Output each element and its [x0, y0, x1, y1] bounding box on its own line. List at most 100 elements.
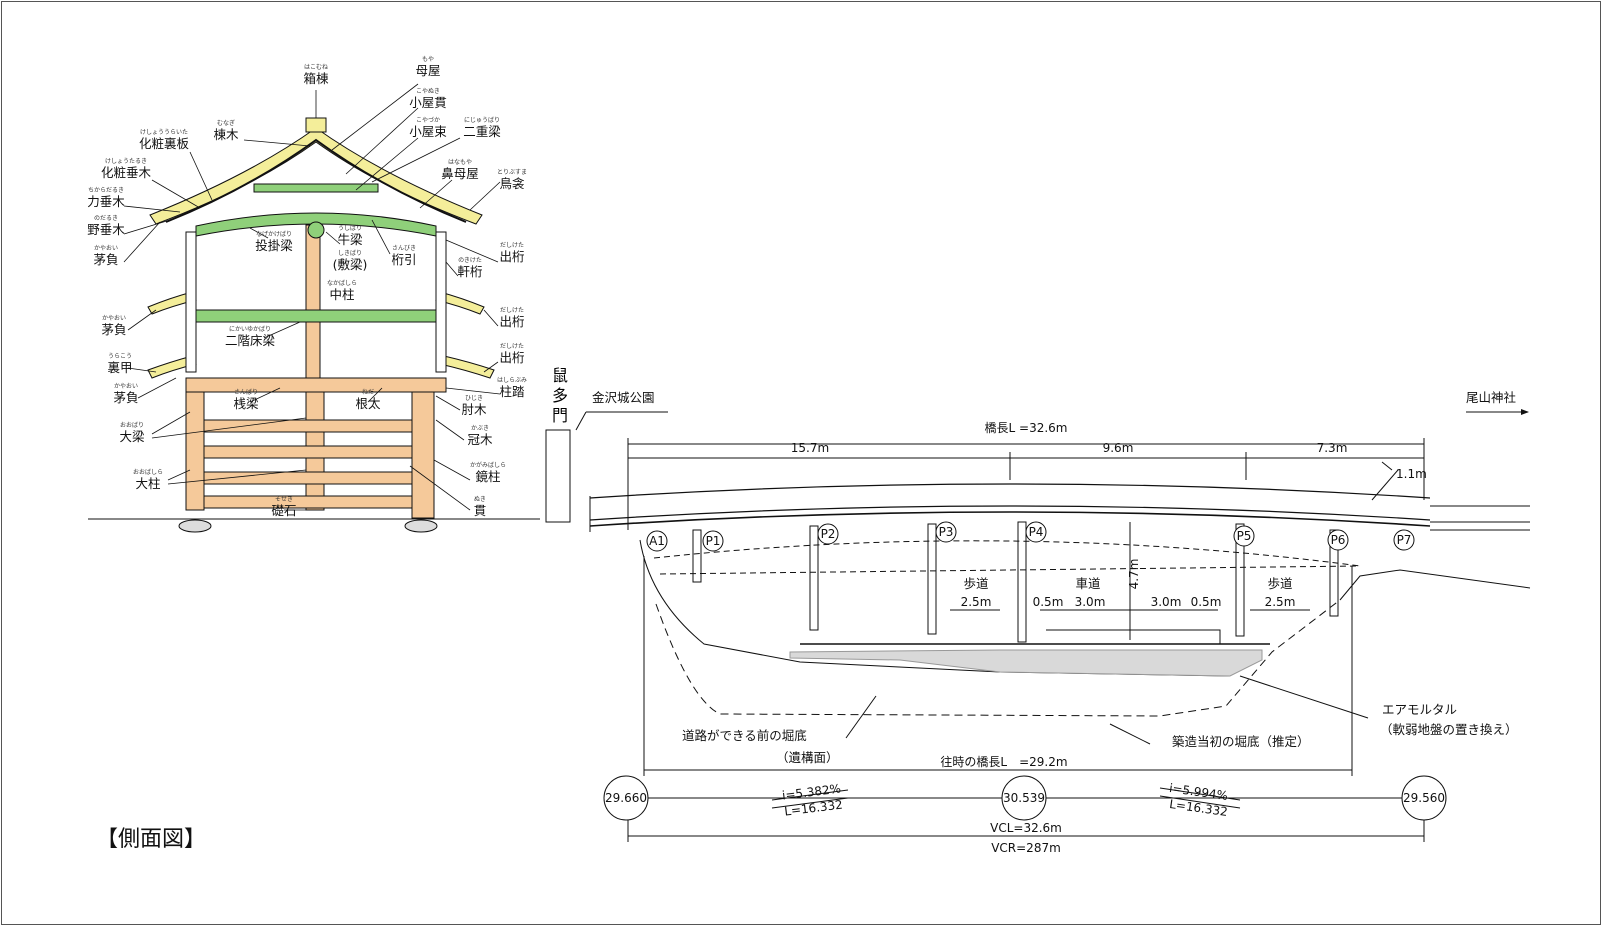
label-nagekake-beam: 投掛梁	[255, 238, 293, 253]
label-ruby: かやおい	[114, 382, 138, 390]
label-ruby: けしょううらいた	[140, 129, 188, 136]
label-ruby: さんばり	[234, 388, 258, 396]
label-ruby: かぶき	[471, 425, 489, 432]
label-ruby: もや	[422, 55, 434, 63]
former-bridge-length: 往時の橋長L =29.2m	[940, 754, 1067, 769]
label-ruby: こやぬき	[416, 87, 440, 95]
label-kagami-bashira: 鏡柱	[475, 469, 500, 484]
label-ruby: そせき	[275, 496, 293, 503]
label-foundation-stone: 礎石	[271, 503, 296, 518]
label-ruby: うらこう	[108, 353, 132, 360]
elevation-start: 29.660	[605, 791, 647, 805]
vcl: VCL=32.6m	[990, 821, 1062, 835]
label-big-pillar: 大柱	[135, 476, 160, 491]
stone-wall	[545, 429, 571, 523]
label-nokigeta: 軒桁	[457, 264, 482, 279]
bridge-labels: 金沢城公園 尾山神社 橋長L =32.6m 15.7m 9.6m 7.3m 1.…	[592, 390, 1518, 855]
bridge-total-length: 橋長L =32.6m	[985, 421, 1068, 435]
elevation-markers: 29.660 30.539 29.560	[603, 775, 1447, 821]
right-destination: 尾山神社	[1466, 390, 1516, 405]
elevation-circle-start	[603, 775, 649, 821]
label-ruby: なげかけばり	[256, 230, 292, 238]
elevation-circle-mid	[1001, 775, 1047, 821]
label-nuki: 貫	[474, 503, 487, 518]
label-ruby: さんびき	[392, 244, 416, 252]
label-ruby: にかいゆかばり	[229, 325, 271, 333]
pier-labels: A1 P1 P2 P3 P4 P5 P6 P7	[646, 521, 1415, 552]
label-ridge-box: 箱棟	[303, 71, 329, 86]
note-road-before: 道路ができる前の堀底	[682, 728, 807, 743]
label-kayaoi-3: 茅負	[113, 390, 138, 405]
drawing-title: 【側面図】	[96, 827, 206, 852]
label-hana-moya: 鼻母屋	[441, 166, 479, 181]
label-ruby: のきけた	[458, 257, 482, 264]
label-koya-nuki: 小屋貫	[409, 95, 447, 110]
tie-beam-green	[195, 212, 437, 237]
label-ruby: はなもや	[448, 158, 472, 166]
label-ruby: だしけた	[500, 307, 524, 314]
label-ruby: のだるき	[94, 215, 118, 222]
label-ruby: おおばしら	[133, 468, 163, 476]
foundation-stone-left	[178, 519, 212, 533]
label-ushi-beam: 牛梁	[337, 232, 363, 247]
label-ruby: けしょうたるき	[105, 158, 147, 165]
label-ruby: うしばり	[338, 224, 362, 232]
dim-margin-left: 0.5m	[1033, 595, 1064, 609]
label-dashigeta-1: 出桁	[499, 249, 524, 264]
gate-leader-lines	[123, 83, 501, 511]
span-1: 15.7m	[791, 441, 829, 455]
double-beam	[253, 183, 379, 193]
lower-eave-right	[439, 355, 495, 379]
height-dim: 4.7m	[1127, 559, 1141, 590]
label-ruby: にじゅうばり	[464, 116, 500, 124]
big-post-left	[185, 391, 205, 511]
elevation-end: 29.560	[1403, 791, 1445, 805]
label-ruby: はこむね	[304, 64, 328, 71]
label-field-rafter: 野垂木	[87, 222, 125, 237]
label-ruby: だしけた	[500, 343, 524, 350]
pier-a1: A1	[649, 534, 665, 548]
label-sanbiki: 桁引	[391, 252, 416, 267]
upper-wall-left	[185, 231, 197, 373]
label-san-beam: 桟梁	[233, 396, 259, 411]
vcr: VCR=287m	[991, 841, 1061, 855]
dim-margin-right: 0.5m	[1191, 595, 1222, 609]
rise: 1.1m	[1396, 467, 1427, 481]
label-ruby: はしらぶみ	[497, 377, 527, 384]
label-ceiling-board: 化粧裏板	[139, 136, 190, 151]
label-moya: 母屋	[415, 63, 440, 78]
pier-p5: P5	[1237, 529, 1252, 543]
label-dashigeta-2: 出桁	[499, 314, 524, 329]
main-roof	[149, 127, 483, 225]
label-ruby: なかばしら	[327, 279, 357, 287]
label-kabuki: 冠木	[467, 432, 493, 447]
upper-wall-right	[435, 231, 447, 373]
floor-beam	[185, 377, 447, 393]
label-toribusuma: 鳥衾	[499, 176, 525, 191]
note-original-bottom: 築造当初の堀底（推定）	[1172, 734, 1310, 749]
label-shiki-beam: (敷梁)	[333, 257, 368, 272]
pier-p4: P4	[1029, 525, 1044, 539]
gate-section	[88, 117, 571, 533]
bridge-section	[575, 409, 1531, 842]
span-3: 7.3m	[1317, 441, 1348, 455]
dim-lane-left: 3.0m	[1075, 595, 1106, 609]
tie-beam-2	[203, 445, 413, 459]
label-hashirabumi: 柱踏	[499, 384, 525, 399]
tie-beam-4	[203, 495, 413, 509]
mirror-post	[411, 391, 435, 519]
label-ruby: しきばり	[338, 249, 362, 257]
ridge-box	[305, 117, 327, 133]
label-ruby: ねだ	[362, 389, 374, 396]
tie-beam-3	[203, 471, 413, 485]
label-ruby: かやおい	[102, 314, 126, 322]
label-hijiki: 肘木	[461, 402, 487, 417]
note-soft-ground: （軟弱地盤の置き換え）	[1380, 722, 1518, 737]
label-ruby: ぬき	[474, 496, 486, 503]
pier-p2: P2	[821, 527, 836, 541]
label-ruby: だしけた	[500, 242, 524, 249]
section-sidewalk-left: 歩道	[963, 576, 989, 591]
label-ruby: かやおい	[94, 244, 118, 252]
